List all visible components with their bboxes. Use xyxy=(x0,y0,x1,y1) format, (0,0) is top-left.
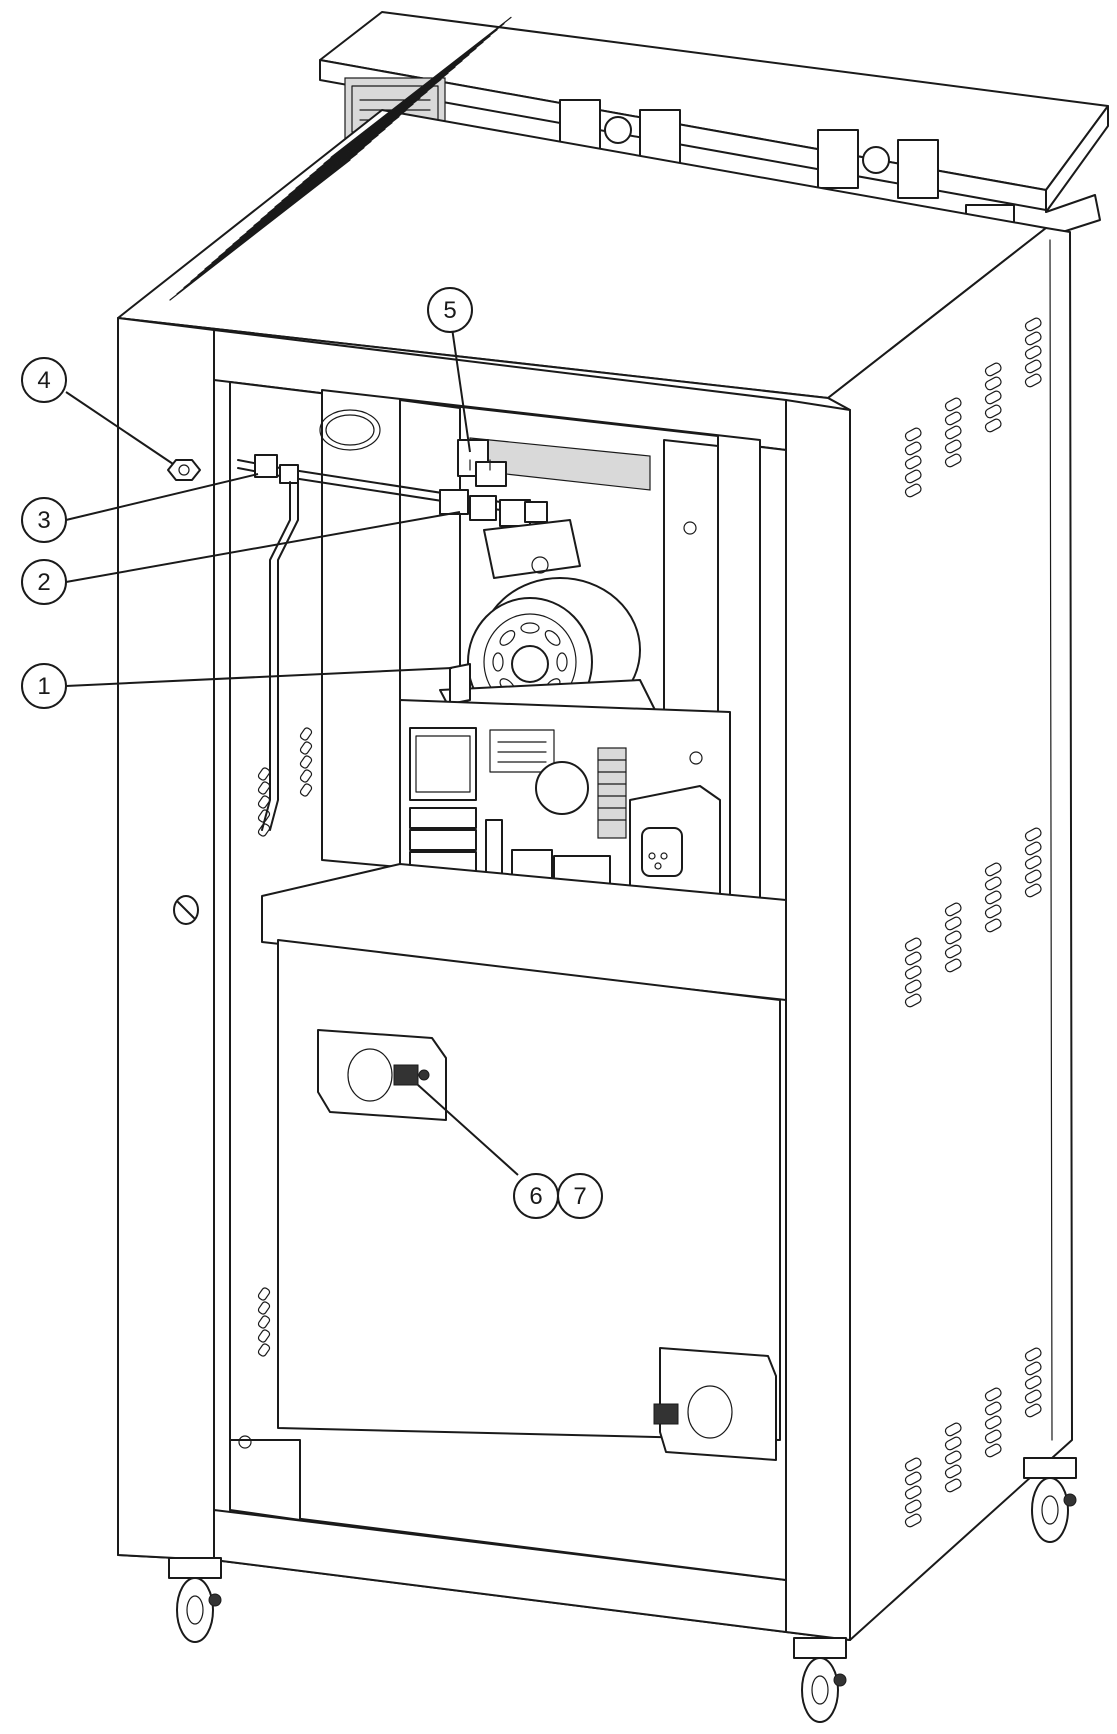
callout-3: 3 xyxy=(21,497,67,543)
callout-5-label: 5 xyxy=(443,297,456,324)
callout-3-label: 3 xyxy=(37,507,50,534)
callout-2: 2 xyxy=(21,559,67,605)
gas-piping xyxy=(237,439,548,831)
electrical-panel xyxy=(399,699,731,949)
item-4-nut xyxy=(167,459,201,481)
callout-1-label: 1 xyxy=(37,673,50,700)
cabinet-right-panel xyxy=(827,227,1073,1641)
callout-1: 1 xyxy=(21,663,67,709)
callout-7: 7 xyxy=(557,1173,603,1219)
callout-6-label: 6 xyxy=(529,1183,542,1210)
callout-6: 6 xyxy=(513,1173,559,1219)
callout-leaders xyxy=(65,327,519,1176)
lower-compartment xyxy=(229,863,787,1521)
callout-5: 5 xyxy=(427,287,473,333)
callout-4-label: 4 xyxy=(37,367,50,394)
casters xyxy=(168,1457,1077,1723)
callout-4: 4 xyxy=(21,357,67,403)
callout-2-label: 2 xyxy=(37,569,50,596)
callout-7-label: 7 xyxy=(573,1183,586,1210)
